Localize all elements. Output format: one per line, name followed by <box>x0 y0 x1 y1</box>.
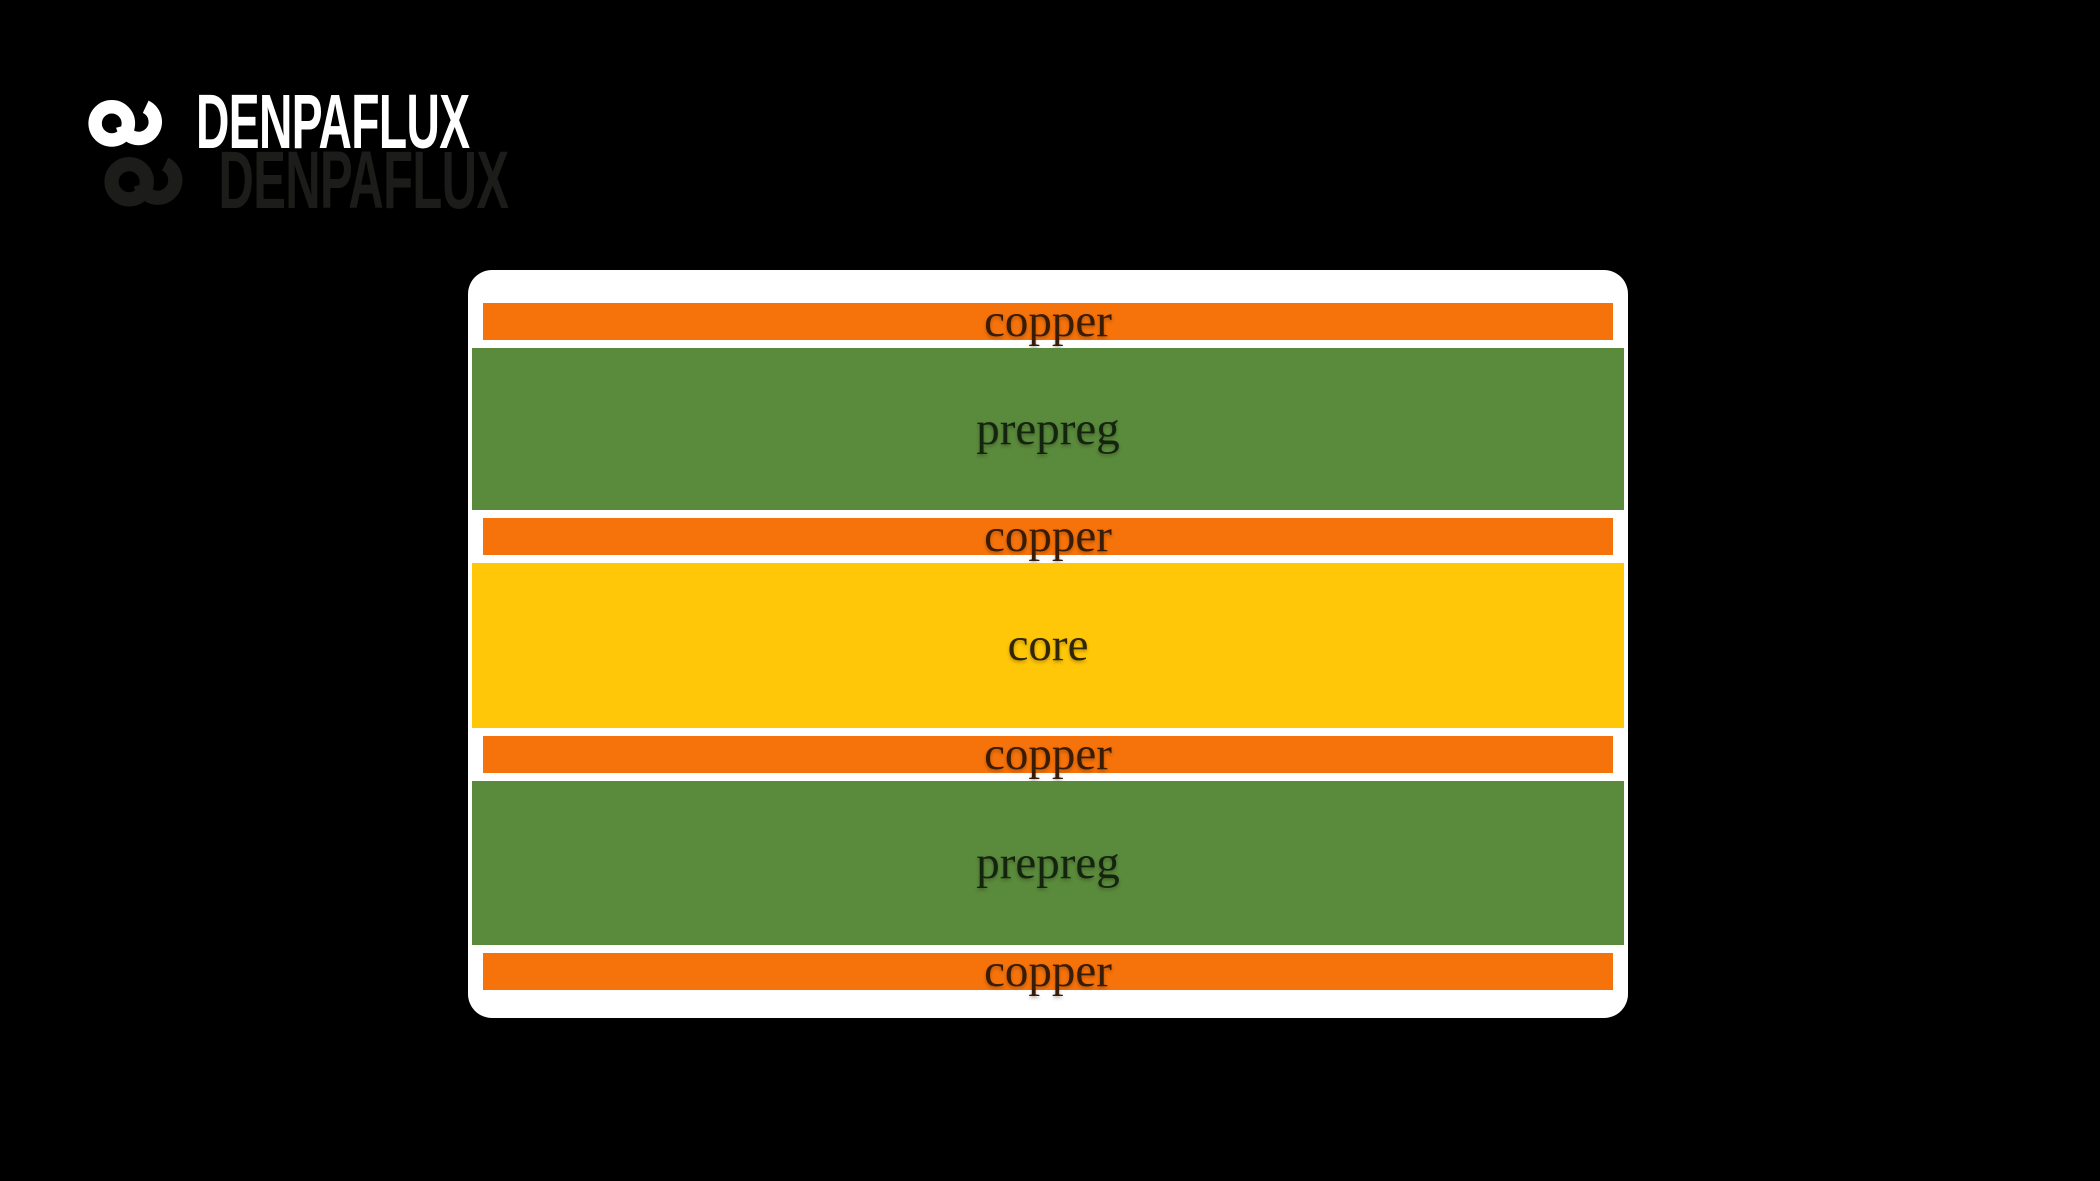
stackup-layer-label: prepreg <box>976 836 1120 889</box>
stackup-layer-prepreg: prepreg <box>472 781 1624 945</box>
stackup-layer-copper: copper <box>483 731 1613 778</box>
brand-logo-shadow: DENPAFLUX <box>104 134 702 226</box>
stackup-layer-prepreg: prepreg <box>472 348 1624 510</box>
stackup-layer-core: core <box>472 563 1624 728</box>
stackup-layer-label: prepreg <box>976 402 1120 455</box>
stackup-layer-label: core <box>1007 619 1089 671</box>
brand-logo: DENPAFLUX <box>88 84 652 161</box>
brand-wordmark: DENPAFLUX <box>196 79 470 165</box>
infinity-loops-icon <box>104 156 183 206</box>
infinity-loops-icon <box>88 99 162 147</box>
stackup-card: copper prepreg copper core copper prepreg copp… <box>468 270 1628 1018</box>
stackup-layer-copper: copper <box>483 948 1613 995</box>
stackup-layer-label: copper <box>984 510 1112 562</box>
stackup-layer-copper: copper <box>483 298 1613 345</box>
stackup-layer-copper: copper <box>483 513 1613 560</box>
brand-wordmark-shadow: DENPAFLUX <box>218 134 509 226</box>
stackup-layer-label: copper <box>984 945 1112 997</box>
stackup-layer-label: copper <box>984 295 1112 347</box>
stackup-layer-label: copper <box>984 728 1112 780</box>
